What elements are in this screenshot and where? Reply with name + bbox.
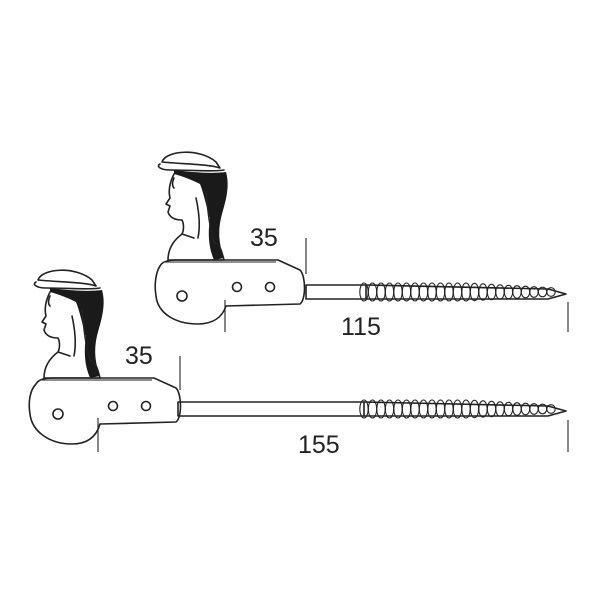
pivot-hole-top: [176, 290, 188, 302]
thread-coil: [546, 287, 556, 297]
screw-hole-top-1: [231, 281, 243, 293]
hinge-short: [154, 151, 569, 332]
screw-hole-top-2: [264, 281, 276, 293]
thread-coil: [486, 400, 497, 418]
thread-top: [359, 282, 556, 302]
shaft-top: [305, 284, 367, 300]
thread-coil: [478, 400, 488, 418]
thread-coil: [486, 283, 497, 301]
hinge-plate-bottom: [28, 377, 182, 445]
bust-figure-top: [157, 151, 229, 261]
screw-hole-bottom-2: [140, 400, 152, 412]
pivot-hole-bottom: [52, 408, 64, 420]
thread-coil: [546, 404, 556, 414]
thread-coil: [495, 284, 505, 300]
screw-hole-bottom-1: [107, 400, 119, 412]
bust-figure-bottom: [33, 269, 105, 379]
thread-coil: [478, 283, 488, 301]
length-label-top: 115: [341, 313, 381, 341]
hinge-plate-top: [154, 259, 306, 325]
height-label-top: 35: [250, 224, 278, 252]
thread-coil: [495, 401, 505, 417]
length-label-bottom: 155: [298, 431, 340, 459]
height-label-bottom: 35: [125, 342, 153, 370]
shaft-bottom: [177, 401, 365, 417]
hinge-long: [28, 269, 569, 452]
thread-coil: [469, 282, 480, 302]
thread-coil: [469, 399, 480, 419]
